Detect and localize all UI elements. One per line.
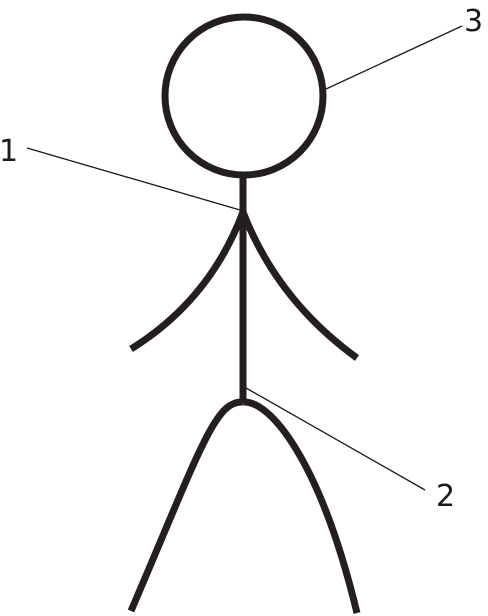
leader-line-head	[325, 25, 463, 90]
right-arm	[239, 210, 360, 361]
head	[161, 13, 327, 179]
left-leg	[127, 398, 244, 613]
stick-figure	[127, 13, 361, 614]
callout-label-neck: 1	[0, 134, 18, 169]
callout-label-head: 3	[464, 4, 483, 39]
left-arm	[129, 210, 247, 352]
leader-lines	[26, 25, 463, 491]
right-leg	[242, 398, 361, 614]
callout-label-hip: 2	[436, 479, 455, 514]
leader-line-neck	[26, 147, 241, 211]
leader-line-hip	[245, 387, 426, 491]
